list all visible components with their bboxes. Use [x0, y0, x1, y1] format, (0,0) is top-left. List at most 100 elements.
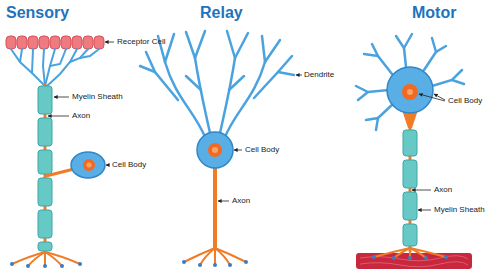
dendrite	[195, 58, 210, 133]
myelin-segment	[38, 210, 52, 238]
myelin-sheath	[38, 86, 52, 251]
motor-dendrites	[356, 34, 464, 130]
part-label: Axon	[434, 185, 452, 195]
dendrite	[146, 52, 178, 100]
terminal	[410, 248, 446, 257]
heading: Motor	[412, 3, 456, 23]
terminal-button	[78, 262, 82, 266]
terminal-button	[444, 255, 448, 259]
dendrite	[358, 92, 368, 100]
receptor-cell	[50, 36, 60, 49]
dendrite	[278, 56, 292, 72]
leader-line	[105, 42, 114, 43]
cell-body	[387, 67, 433, 113]
heading: Relay	[200, 3, 243, 23]
myelin-sheath	[403, 130, 417, 246]
terminal-button	[372, 255, 376, 259]
receptor-cell	[28, 36, 38, 49]
dendrite	[195, 31, 205, 58]
terminal	[394, 248, 410, 258]
receptor-cells	[6, 36, 104, 49]
part-label: Dendrite	[304, 70, 334, 80]
cell-body	[197, 132, 233, 168]
leader-line	[419, 94, 445, 101]
dendrite	[265, 40, 280, 62]
heading: Sensory	[6, 3, 69, 23]
dendrite	[364, 54, 378, 56]
terminal-button	[198, 263, 202, 267]
receptor-cell	[72, 36, 82, 49]
receptor-cell	[94, 36, 104, 49]
dendrite	[186, 76, 201, 90]
dendrite	[278, 72, 294, 75]
part-label: Cell Body	[245, 145, 279, 155]
axon-terminals	[184, 248, 246, 265]
dendrite	[432, 70, 462, 86]
terminal	[12, 252, 45, 264]
leader-line	[48, 116, 69, 117]
dendrite	[11, 49, 45, 86]
dendrite	[165, 34, 174, 62]
dendrite	[452, 80, 464, 84]
cell-body	[71, 152, 105, 178]
myelin-segment	[403, 192, 417, 220]
terminal	[45, 252, 80, 264]
part-label: Cell Body	[448, 96, 482, 106]
leader-lines	[218, 75, 302, 201]
muscle	[356, 253, 472, 269]
terminal-button	[392, 256, 396, 260]
axon-terminals	[12, 252, 80, 266]
axon	[213, 165, 217, 250]
terminal-button	[10, 262, 14, 266]
nucleus	[83, 159, 95, 171]
part-label: Receptor Cell	[117, 37, 165, 47]
myelin-segment	[403, 160, 417, 188]
part-label: Myelin Sheath	[72, 92, 123, 102]
relay-dendrites	[140, 31, 294, 137]
dendrite	[140, 66, 155, 72]
dendrite	[47, 49, 77, 86]
terminal	[184, 248, 215, 262]
leader-lines	[48, 42, 114, 165]
leader-line	[106, 165, 109, 166]
myelin-segment	[403, 130, 417, 156]
dendrite	[225, 62, 265, 137]
nucleolus	[212, 147, 218, 153]
part-label: Myelin Sheath	[434, 205, 485, 215]
terminal-button	[408, 256, 412, 260]
terminal-button	[244, 260, 248, 264]
dendrite	[50, 49, 66, 66]
myelin-segment	[38, 242, 52, 251]
dendrite	[20, 49, 22, 62]
terminal	[200, 248, 215, 265]
dendrite	[254, 72, 278, 98]
dendrite	[432, 38, 436, 52]
dendrite	[396, 36, 406, 67]
terminal-button	[228, 263, 232, 267]
terminal-buttons	[10, 262, 82, 268]
leader-line	[418, 210, 431, 211]
dendrite	[43, 49, 45, 86]
nucleus	[402, 84, 418, 100]
leader-line	[434, 94, 445, 100]
dendrite	[262, 36, 265, 62]
dendrite	[376, 118, 378, 130]
dendrite	[235, 33, 248, 58]
dendrite	[165, 62, 205, 137]
dendrite	[80, 49, 99, 58]
receptor-cell	[39, 36, 49, 49]
myelin-segment	[403, 224, 417, 246]
nucleus	[208, 143, 222, 157]
sensory-dendrites	[11, 49, 99, 86]
leader-line	[234, 150, 242, 151]
terminal	[44, 252, 46, 266]
myelin-segment	[38, 150, 52, 174]
dendrite	[229, 76, 244, 90]
dendrite	[356, 86, 389, 92]
dendrite	[70, 49, 88, 62]
leader-line	[54, 97, 69, 98]
receptor-cell	[17, 36, 27, 49]
